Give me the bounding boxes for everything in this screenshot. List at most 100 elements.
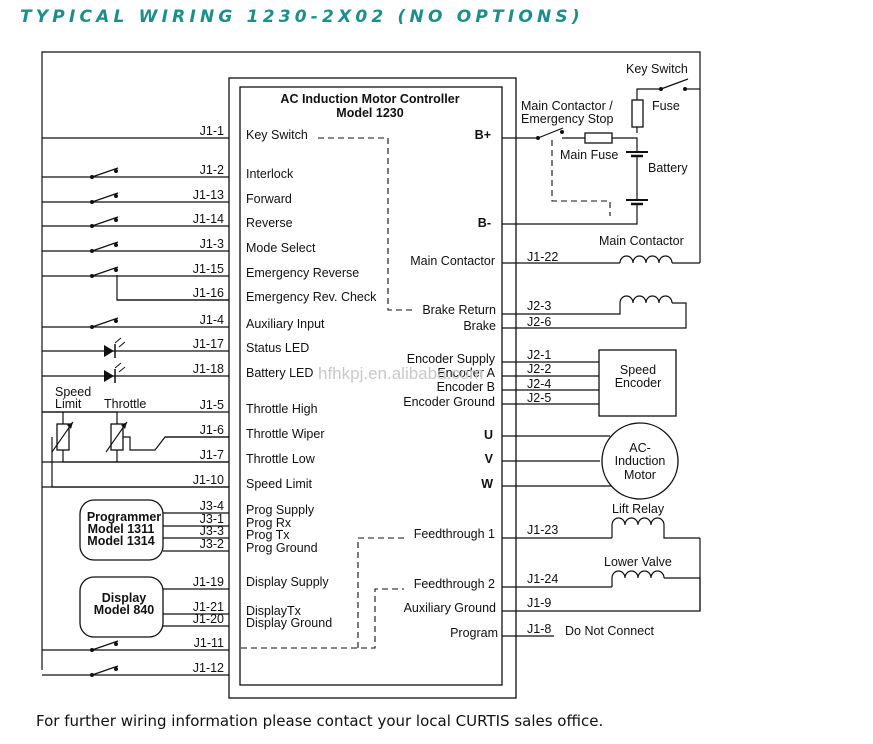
terminal-forward: Forward — [246, 192, 292, 206]
do-not-connect-label: Do Not Connect — [565, 624, 654, 638]
main-contactor-coil-label: Main Contactor — [599, 234, 684, 248]
main-contactor-terminal: Main Contactor — [410, 254, 495, 268]
emergency-rev-check-wire — [116, 275, 229, 301]
external-labels: Key Switch Fuse Main Contactor / Emergen… — [521, 62, 688, 638]
brake-terminal: Brake — [463, 319, 496, 333]
controller-name: AC Induction Motor Controller — [280, 92, 459, 106]
feedthrough2-terminal: Feedthrough 2 — [414, 577, 495, 591]
diagram-title: TYPICAL WIRING 1230-2X02 (NO OPTIONS) — [20, 7, 584, 27]
speed-limit-label-2: Limit — [55, 397, 82, 411]
pin-j1-20: J1-20 — [193, 612, 224, 626]
right-pin-labels: J1-22 J2-3 J2-6 J2-1 J2-2 J2-4 J2-5 J1-2… — [527, 250, 558, 636]
throttle-label: Throttle — [104, 397, 146, 411]
pin-j1-2: J1-2 — [200, 163, 224, 177]
encoder-ground-terminal: Encoder Ground — [403, 395, 495, 409]
pin-j1-11: J1-11 — [194, 636, 224, 650]
pin-j1-8: J1-8 — [527, 622, 551, 636]
pin-j1-24: J1-24 — [527, 572, 558, 586]
program-terminal: Program — [450, 626, 498, 640]
right-wires — [502, 78, 701, 637]
terminal-prog-rx: Prog Rx — [246, 516, 292, 530]
pin-j2-6: J2-6 — [527, 315, 551, 329]
terminal-prog-ground: Prog Ground — [246, 541, 318, 555]
pin-j1-16: J1-16 — [193, 286, 224, 300]
main-contactor-coil — [619, 255, 673, 264]
pin-j2-5: J2-5 — [527, 391, 551, 405]
footer-note: For further wiring information please co… — [36, 712, 603, 730]
pin-j1-14: J1-14 — [193, 212, 224, 226]
motor-label-3: Motor — [624, 468, 656, 482]
terminal-throttle-wiper: Throttle Wiper — [246, 427, 325, 441]
terminal-reverse: Reverse — [246, 216, 293, 230]
brake-return-terminal: Brake Return — [422, 303, 496, 317]
terminal-emergency-reverse: Emergency Reverse — [246, 266, 359, 280]
pin-j1-21: J1-21 — [193, 600, 224, 614]
terminal-auxiliary-input: Auxiliary Input — [246, 317, 325, 331]
outer-bus-wire — [41, 51, 701, 670]
auxiliary-ground-terminal: Auxiliary Ground — [404, 601, 496, 615]
b-plus-label: B+ — [475, 128, 491, 142]
pin-j3-1: J3-1 — [200, 512, 224, 526]
main-fuse-label: Main Fuse — [560, 148, 618, 162]
pin-j2-3: J2-3 — [527, 299, 551, 313]
speed-limit-wiper-wire — [51, 437, 229, 488]
u-terminal: U — [484, 428, 493, 442]
main-fuse-icon — [584, 132, 613, 144]
b-minus-label: B- — [478, 216, 491, 230]
pin-j3-3: J3-3 — [200, 524, 224, 538]
pin-j1-13: J1-13 — [193, 188, 224, 202]
reverse-switch — [90, 216, 119, 228]
watermark-text: hfhkpj.en.alibaba.com — [318, 364, 483, 383]
terminal-battery-led: Battery LED — [246, 366, 313, 380]
v-terminal: V — [485, 452, 494, 466]
terminal-mode-select: Mode Select — [246, 241, 316, 255]
pin-j3-2: J3-2 — [200, 537, 224, 551]
key-switch-label: Key Switch — [626, 62, 688, 76]
status-led-icon — [104, 337, 126, 358]
ac-motor-icon — [601, 422, 679, 500]
speed-limit-potentiometer — [51, 421, 74, 453]
forward-switch — [90, 192, 119, 204]
throttle-wiper-wire — [123, 436, 229, 451]
display-label-2: Model 840 — [94, 603, 154, 617]
lift-relay-coil — [611, 517, 665, 526]
fuse-label: Fuse — [652, 99, 680, 113]
main-contactor-stop-label-2: Emergency Stop — [521, 112, 613, 126]
lower-valve-label: Lower Valve — [604, 555, 672, 569]
battery-led-icon — [104, 362, 126, 383]
feedthrough1-internal-dashed — [357, 537, 404, 648]
emergency-reverse-switch — [90, 266, 119, 278]
fuse-icon — [631, 99, 644, 128]
terminal-prog-tx: Prog Tx — [246, 528, 290, 542]
pin-j1-10: J1-10 — [193, 473, 224, 487]
terminal-display-supply: Display Supply — [246, 575, 329, 589]
keyswitch-internal-dashed — [318, 137, 416, 311]
terminal-prog-supply: Prog Supply — [246, 503, 315, 517]
main-contactor-stop-label-1: Main Contactor / — [521, 99, 613, 113]
pin-j3-4: J3-4 — [200, 499, 224, 513]
terminal-throttle-low: Throttle Low — [246, 452, 316, 466]
pin-j2-4: J2-4 — [527, 377, 551, 391]
pin-j1-1: J1-1 — [200, 124, 224, 138]
programmer-label-3: Model 1314 — [87, 534, 154, 548]
pin-j2-1: J2-1 — [527, 348, 551, 362]
speed-limit-label-1: Speed — [55, 385, 91, 399]
pin-j1-15: J1-15 — [193, 262, 224, 276]
programmer-label-2: Model 1311 — [88, 522, 155, 536]
pin-j1-19: J1-19 — [193, 575, 224, 589]
terminal-display-ground: Display Ground — [246, 616, 332, 630]
pin-j1-18: J1-18 — [193, 362, 224, 376]
terminal-key-switch: Key Switch — [246, 128, 308, 142]
battery-label: Battery — [648, 161, 688, 175]
terminal-interlock: Interlock — [246, 167, 294, 181]
throttle-low-bus — [62, 450, 229, 463]
pin-j1-17: J1-17 — [193, 337, 224, 351]
pin-j1-9: J1-9 — [527, 596, 551, 610]
brake-coil — [619, 295, 673, 304]
pin-j1-5: J1-5 — [200, 398, 224, 412]
j1-12-switch — [90, 665, 119, 677]
speed-encoder-label-1: Speed — [620, 363, 656, 377]
right-terminal-labels: B+ B- Main Contactor Brake Return Brake … — [403, 128, 498, 640]
terminal-throttle-high: Throttle High — [246, 402, 318, 416]
